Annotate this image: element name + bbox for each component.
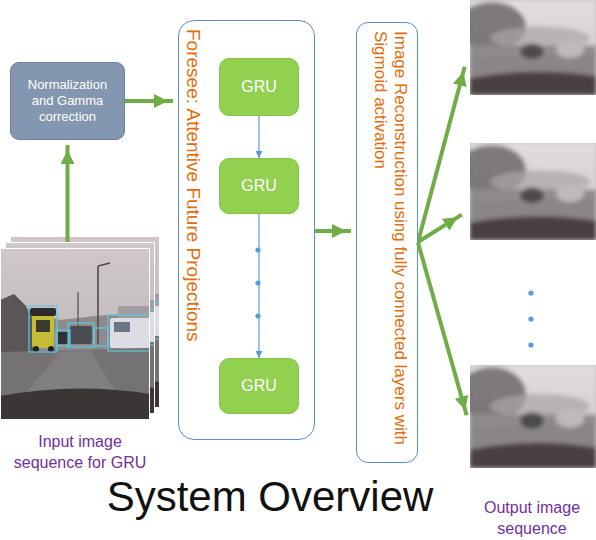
flow-arrow: [418, 215, 462, 242]
node-label: Normalization and Gamma correction: [24, 77, 111, 126]
output-frame: [458, 0, 596, 95]
output-image-column: [458, 0, 596, 468]
ellipsis-dot: [528, 290, 533, 295]
output-frame: [458, 365, 596, 468]
flow-arrow: [66, 145, 70, 242]
image-caption: Output image sequence: [469, 498, 595, 540]
ellipsis-dot: [528, 316, 533, 321]
node-label: GRU: [241, 177, 277, 195]
diagram-title: System Overview: [60, 476, 480, 518]
flow-arrow: [125, 99, 173, 103]
node-label: GRU: [241, 78, 277, 96]
node-label: Foresee: Attentive Future Projections: [182, 29, 203, 342]
module-container: Foresee: Attentive Future ProjectionsGRU…: [178, 20, 315, 440]
node-label: Image Reconstruction using fully connect…: [364, 31, 410, 454]
process-box: Normalization and Gamma correction: [10, 62, 125, 140]
input-image-stack: [0, 236, 160, 420]
node-label: GRU: [241, 377, 277, 395]
process-box: Image Reconstruction using fully connect…: [356, 22, 418, 463]
fan-out-arrows: [418, 67, 465, 242]
output-frame: [458, 143, 596, 240]
image-sequence: Input image sequence for GRU: [0, 242, 160, 474]
image-caption: Input image sequence for GRU: [8, 432, 153, 474]
gru-cell: GRU: [219, 358, 299, 414]
image-sequence: Output image sequence: [468, 365, 596, 540]
flow-arrow: [315, 229, 351, 233]
input-frame: [0, 248, 150, 420]
ellipsis-dots: [528, 290, 533, 347]
gru-cell: GRU: [219, 158, 299, 214]
gru-cell: GRU: [219, 58, 299, 116]
flow-arrow: [418, 243, 467, 416]
ellipsis-dot: [528, 342, 533, 347]
flow-arrow: [418, 67, 465, 242]
